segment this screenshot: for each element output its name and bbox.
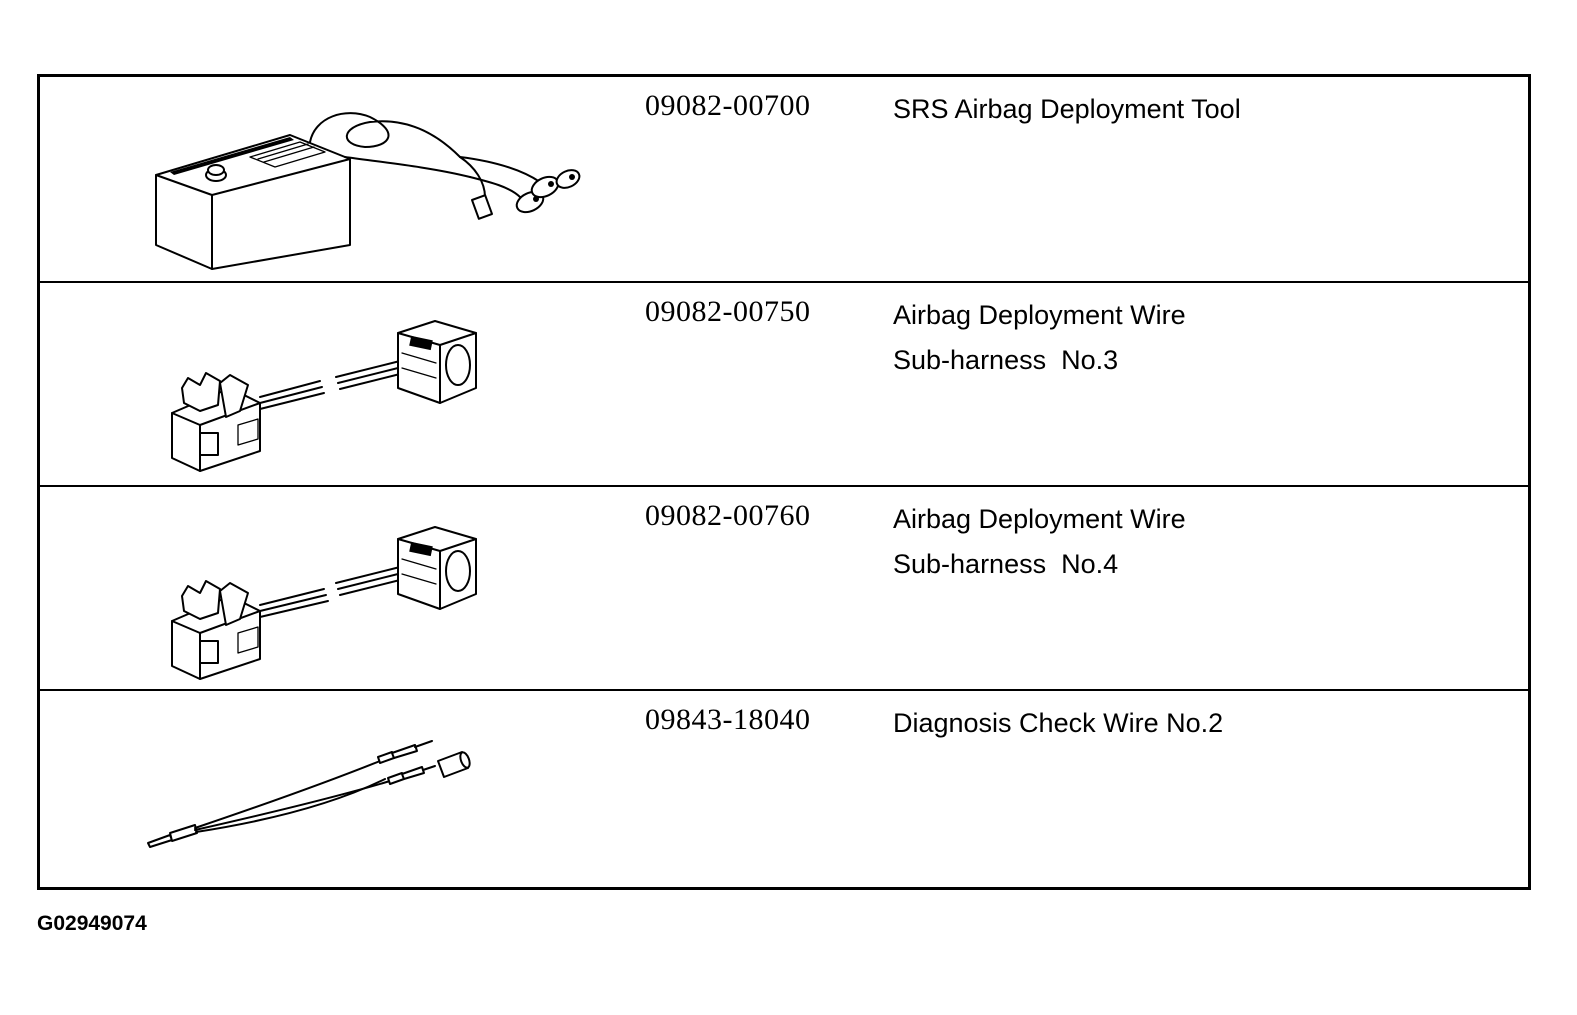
- tool-row-diagnosis-check-wire: 09843-18040 Diagnosis Check Wire No.2: [40, 689, 1528, 890]
- tool-description: SRS Airbag Deployment Tool: [893, 87, 1241, 132]
- part-number: 09082-00700: [645, 89, 811, 122]
- tool-description: Airbag Deployment Wire Sub-harness No.3: [893, 293, 1186, 383]
- part-number: 09082-00750: [645, 295, 811, 328]
- wire-sub-harness-connector-illustration: [171, 320, 477, 472]
- figure-id: G02949074: [37, 912, 147, 935]
- part-number: 09843-18040: [645, 703, 811, 736]
- tool-description-line: Airbag Deployment Wire: [893, 300, 1186, 330]
- diagnosis-check-wire-illustration: [147, 740, 471, 848]
- tool-description-line: Airbag Deployment Wire: [893, 504, 1186, 534]
- tool-description-line: Sub-harness No.3: [893, 345, 1119, 375]
- tool-description-line: SRS Airbag Deployment Tool: [893, 94, 1241, 124]
- special-tools-table: 09082-00700 SRS Airbag Deployment Tool: [37, 74, 1531, 890]
- tool-row-deployment-tool: 09082-00700 SRS Airbag Deployment Tool: [40, 77, 1528, 281]
- tool-description: Airbag Deployment Wire Sub-harness No.4: [893, 497, 1186, 587]
- tool-description-line: Diagnosis Check Wire No.2: [893, 708, 1224, 738]
- tool-description-line: Sub-harness No.4: [893, 549, 1119, 579]
- wire-sub-harness-connector-illustration: [171, 526, 477, 680]
- deployment-tool-box-illustration: [155, 112, 581, 270]
- part-number: 09082-00760: [645, 499, 811, 532]
- tool-description: Diagnosis Check Wire No.2: [893, 701, 1223, 746]
- tool-row-sub-harness-4: 09082-00760 Airbag Deployment Wire Sub-h…: [40, 485, 1528, 689]
- tool-row-sub-harness-3: 09082-00750 Airbag Deployment Wire Sub-h…: [40, 281, 1528, 485]
